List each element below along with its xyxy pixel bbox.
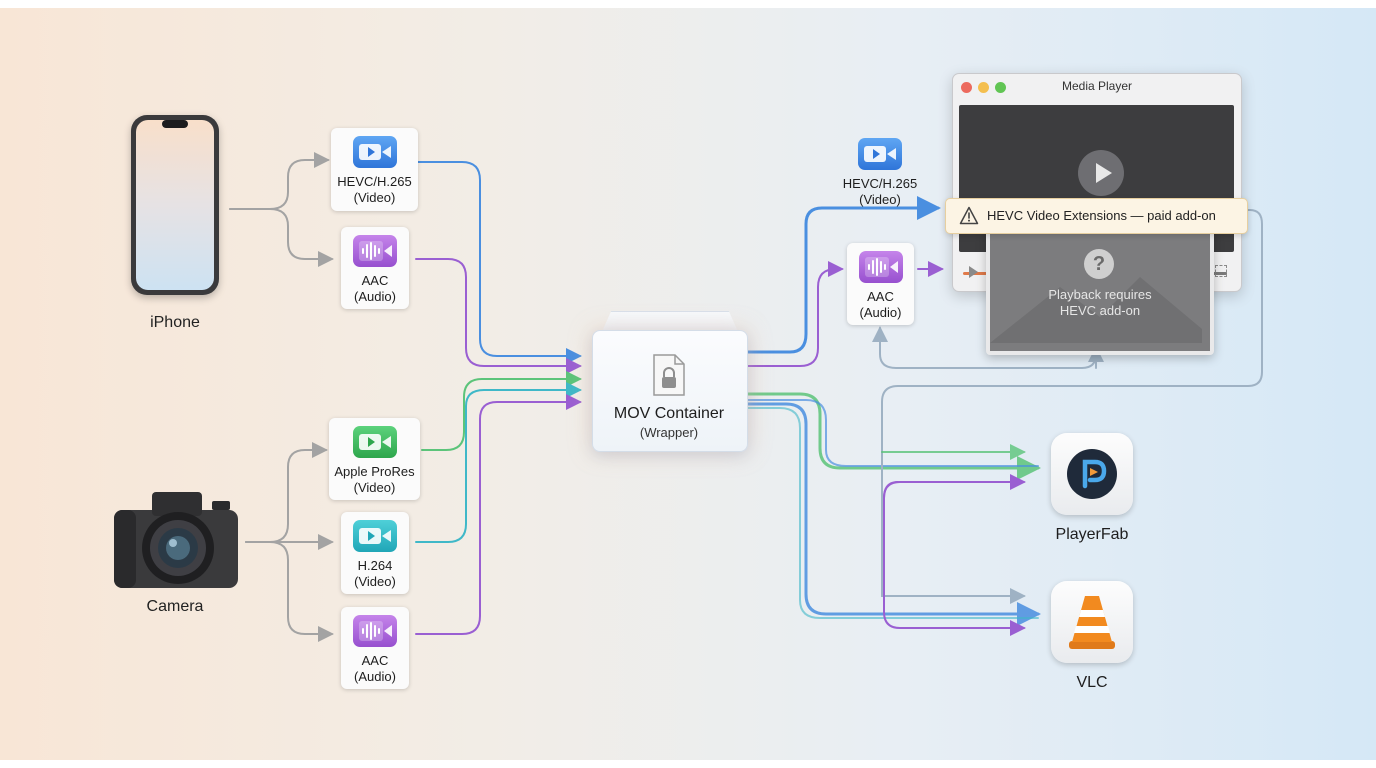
codec-type: (Video) [353, 190, 396, 205]
codec-name: H.264 [357, 558, 393, 573]
mountain-placeholder-icon [990, 277, 1202, 343]
camera-label: Camera [146, 598, 204, 615]
video-camera-icon [858, 138, 902, 170]
media-player-title: Media Player [1061, 79, 1133, 93]
iphone-icon [131, 115, 219, 295]
codec-name: HEVC/H.265 [337, 174, 412, 189]
container-to-player-video-line [746, 196, 941, 354]
video-camera-icon [352, 426, 397, 458]
codec-type: (Video) [859, 192, 901, 207]
playerfab-app-icon[interactable] [1051, 433, 1133, 515]
iphone-label: iPhone [150, 314, 200, 331]
vlc-cone-icon [1069, 596, 1115, 649]
output-hevc-label: HEVC/H.265(Video) [830, 176, 930, 208]
container-to-player-audio-line [747, 261, 844, 367]
container-subtitle: (Wrapper) [639, 425, 699, 440]
play-icon[interactable] [1078, 150, 1124, 196]
codec-name: AAC [867, 289, 894, 304]
container-title: MOV Container [613, 405, 725, 422]
overlay-line-1: Playback requires [1048, 287, 1152, 302]
locked-file-icon [653, 354, 685, 396]
zoom-window-button[interactable] [995, 82, 1006, 93]
iphone-hevc-card: HEVC/H.265(Video) [331, 128, 418, 211]
camera-aac-to-container-line [415, 394, 582, 635]
h264-to-container-line [415, 382, 582, 543]
audio-waveform-icon [353, 235, 397, 267]
iphone-aac-card: AAC(Audio) [341, 227, 409, 309]
codec-name: Apple ProRes [334, 464, 415, 479]
scrub-track[interactable] [1207, 272, 1227, 275]
iphone-to-aac-connector [229, 208, 334, 267]
player-return-loop [881, 209, 1263, 604]
fullscreen-icon[interactable] [1215, 265, 1227, 277]
warning-banner: HEVC Video Extensions — paid add-on [945, 198, 1248, 234]
warning-text: HEVC Video Extensions — paid add-on [987, 208, 1216, 223]
camera-h264-card: H.264(Video) [341, 512, 409, 594]
prores-to-container-line [421, 371, 582, 451]
aac-to-container-line [415, 258, 582, 374]
camera-prores-card: Apple ProRes(Video) [329, 418, 420, 500]
codec-name: HEVC/H.265 [842, 176, 918, 191]
codec-type: (Audio) [354, 289, 396, 304]
playback-blocked-overlay: ? Playback requires HEVC add-on [986, 225, 1214, 355]
output-aac-card: AAC(Audio) [847, 243, 914, 325]
container-to-vlc-line [746, 402, 1041, 626]
camera-icon [114, 492, 238, 588]
hevc-to-container-line [417, 161, 582, 364]
player-return-purple-playerfab [883, 481, 1026, 636]
audio-waveform-icon [858, 251, 903, 283]
audio-waveform-icon [353, 615, 397, 647]
playerfab-logo-icon [1067, 449, 1117, 499]
overlay-message: Playback requires HEVC add-on [990, 287, 1210, 319]
container-to-vlc-teal-line [747, 407, 1039, 619]
video-camera-icon [352, 136, 397, 168]
warning-icon [959, 206, 979, 225]
question-mark-icon: ? [1084, 249, 1114, 279]
vlc-label: VLC [1076, 674, 1108, 691]
minimize-window-button[interactable] [978, 82, 989, 93]
purple-to-playerfab [883, 474, 1026, 499]
control-play-icon[interactable] [969, 266, 978, 278]
camera-aac-card: AAC(Audio) [341, 607, 409, 689]
codec-name: AAC [361, 653, 389, 668]
close-window-button[interactable] [961, 82, 972, 93]
codec-type: (Audio) [859, 305, 902, 320]
container-to-playerfab-blue-line [747, 399, 1039, 467]
iphone-to-hevc-connector [229, 152, 330, 210]
vlc-app-icon[interactable] [1051, 581, 1133, 663]
video-camera-icon [353, 520, 397, 552]
camera-to-aac-connector [245, 541, 334, 642]
overlay-line-2: HEVC add-on [1059, 303, 1141, 318]
playerfab-label: PlayerFab [1055, 526, 1129, 543]
codec-name: AAC [361, 273, 389, 288]
codec-type: (Audio) [354, 669, 396, 684]
camera-to-prores-connector [245, 442, 328, 543]
codec-type: (Video) [353, 480, 396, 495]
codec-type: (Video) [354, 574, 396, 589]
container-to-playerfab-line [746, 392, 1041, 480]
